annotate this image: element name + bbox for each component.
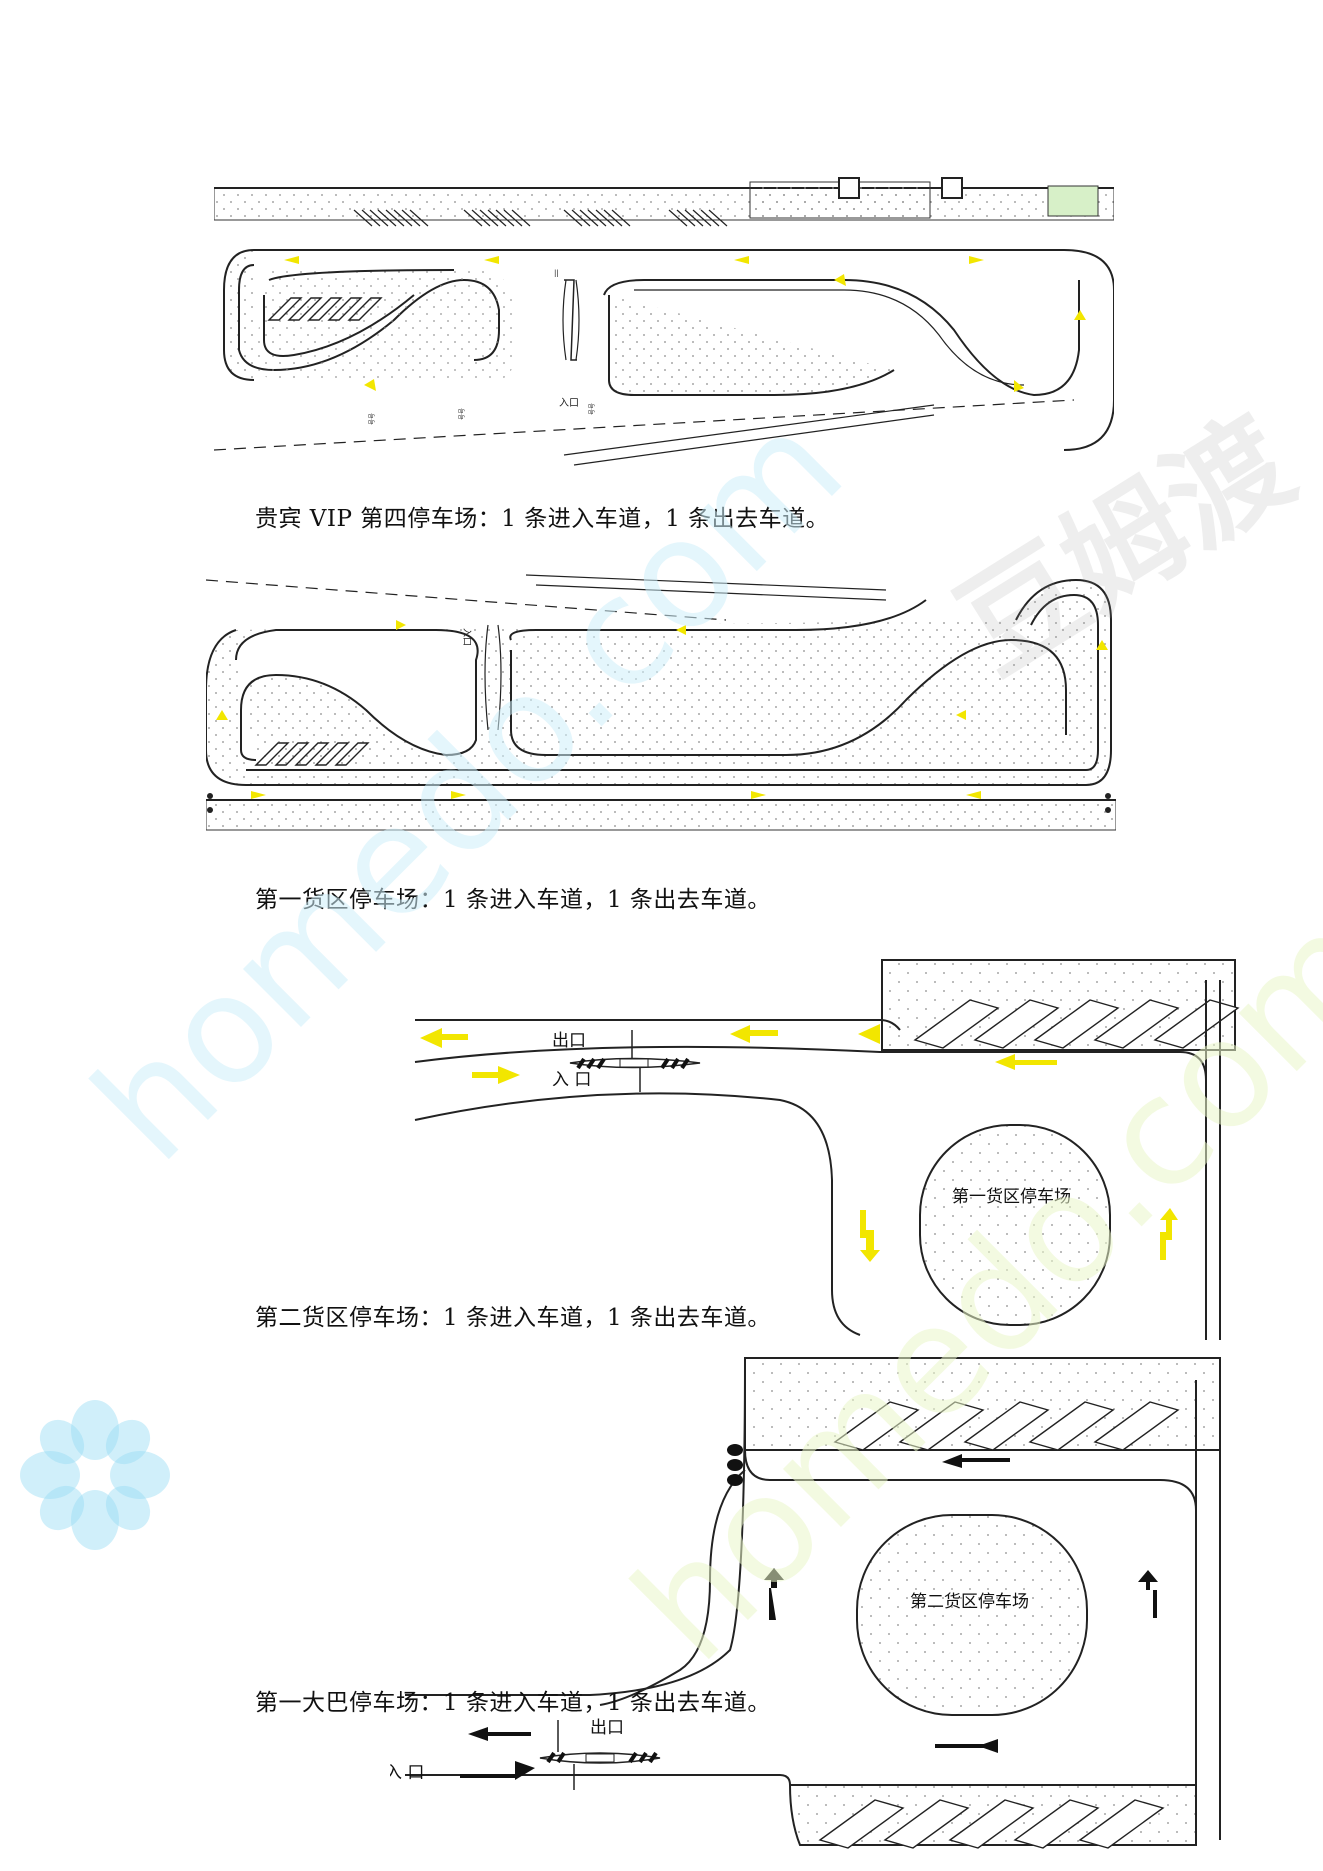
first-cargo-lot-diagram: 出口 入 口 第一货区停车场 <box>414 959 1240 1340</box>
svg-text:号号: 号号 <box>589 403 596 415</box>
vip-parking-diagram-bottom: 入口 <box>206 574 1116 831</box>
caption-first-cargo-lot: 第一货区停车场：1 条进入车道，1 条出去车道。 <box>255 887 771 913</box>
watermark-flower-icon <box>20 1400 170 1550</box>
svg-text:号号: 号号 <box>459 408 466 420</box>
diagram4-lot-label: 第二货区停车场 <box>910 1592 1029 1612</box>
vip-parking-diagram-top: || 入口 号号 号号 号号 <box>214 177 1114 466</box>
diagram3-entrance-label: 入 口 <box>552 1070 591 1090</box>
caption-second-cargo-lot: 第二货区停车场：1 条进入车道，1 条出去车道。 <box>255 1305 771 1331</box>
diagram1-entrance-label: 入口 <box>559 398 579 409</box>
second-cargo-lot-diagram: 第二货区停车场 出口 入 口 <box>390 1357 1221 1849</box>
svg-text:||: || <box>554 269 559 277</box>
diagram4-entrance-label: 入 口 <box>390 1763 424 1783</box>
caption-vip-fourth-lot: 贵宾 VIP 第四停车场：1 条进入车道，1 条出去车道。 <box>255 506 830 532</box>
diagram3-lot-label: 第一货区停车场 <box>952 1187 1071 1207</box>
diagram4-exit-label: 出口 <box>590 1718 624 1738</box>
diagram3-exit-label: 出口 <box>552 1031 586 1051</box>
svg-text:号号: 号号 <box>369 413 376 425</box>
caption-first-bus-lot: 第一大巴停车场：1 条进入车道，1 条出去车道。 <box>255 1690 771 1716</box>
diagram2-entrance-label: 入口 <box>461 628 472 646</box>
